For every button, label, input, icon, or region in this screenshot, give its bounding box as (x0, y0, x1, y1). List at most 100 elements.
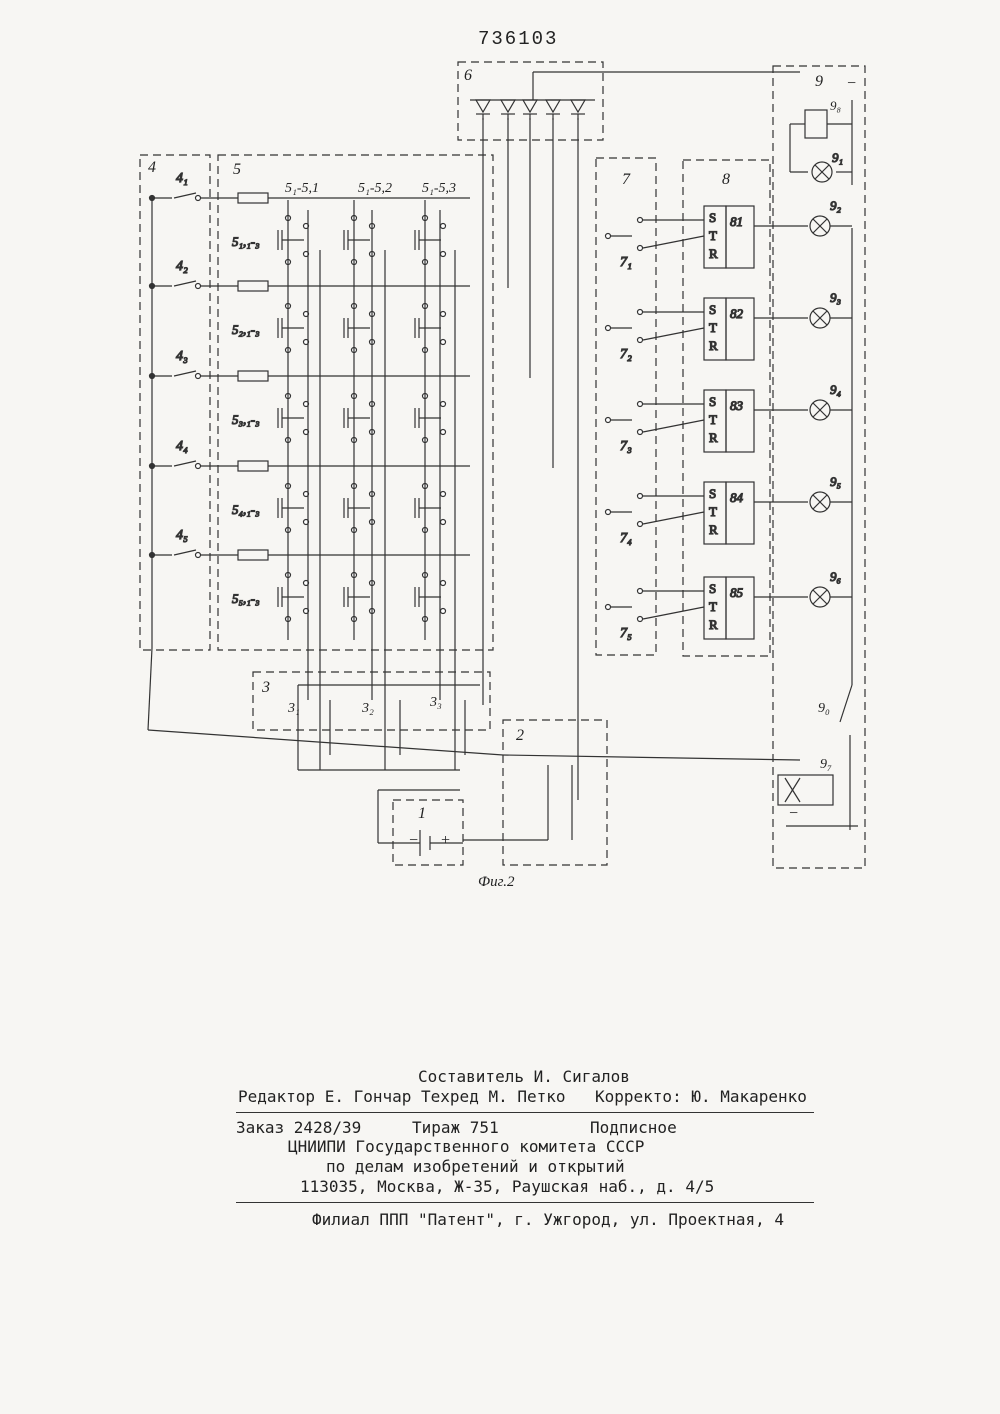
switch-7-2: 7₂ (606, 310, 705, 363)
trigger-3: STR 83 (704, 390, 808, 452)
trigger-label: 83 (730, 398, 744, 413)
pin-s: S (709, 581, 716, 596)
rule-1 (236, 1112, 814, 1113)
address: 113035, Москва, Ж-35, Раушская наб., д. … (300, 1177, 714, 1196)
relay-8-label: 9₈ (830, 98, 842, 113)
key-2-3 (415, 304, 446, 353)
col-label-1: 5₁-5,1 (285, 181, 319, 196)
switch-7-3: 7₃ (606, 402, 705, 455)
diode-2 (501, 100, 515, 120)
key-row-3: 5₃,₁-₃ (232, 371, 470, 443)
row-key-label: 5₂,₁-₃ (232, 322, 260, 337)
pin-r: R (709, 338, 718, 353)
pin-t: T (709, 599, 717, 614)
key-3-2 (344, 394, 375, 443)
lamp-label: 9₅ (830, 474, 841, 489)
switch-4-label: 4₃ (176, 349, 188, 364)
lamp-5: 9₅ (810, 474, 852, 512)
switch-4-label: 4₄ (176, 439, 188, 454)
pin-t: T (709, 320, 717, 335)
key-5-3 (415, 573, 446, 622)
switch-4-5: 4₅ (150, 528, 239, 558)
key-1-1 (278, 216, 309, 265)
key-2-2 (344, 304, 375, 353)
switch-7-label: 7₁ (620, 255, 632, 270)
relay-minus: − (788, 805, 799, 822)
switch-4-4: 4₄ (150, 439, 239, 469)
lamp-label: 9₃ (830, 290, 841, 305)
branch: Филиал ППП "Патент", г. Ужгород, ул. Про… (312, 1210, 784, 1229)
trigger-label: 81 (730, 214, 743, 229)
block-2-label: 2 (516, 727, 524, 744)
key-1-2 (344, 216, 375, 265)
diode-1 (476, 100, 490, 120)
pin-r: R (709, 430, 718, 445)
rule-2 (236, 1202, 814, 1203)
lamp-label: 9₂ (830, 198, 842, 213)
block-9-label: 9 (815, 73, 823, 90)
block-1-label: 1 (418, 805, 426, 822)
trigger-label: 85 (730, 585, 744, 600)
key-4-2 (344, 484, 375, 533)
pin-s: S (709, 302, 716, 317)
switch-4-label: 4₁ (176, 171, 188, 186)
contact-0-label: 9₀ (818, 701, 830, 716)
switch-4-1: 4₁ (150, 171, 239, 201)
pin-r: R (709, 617, 718, 632)
switch-7-label: 7₅ (620, 626, 632, 641)
switch-group-7: 7₁ 7₂ 7₃ 7₄ 7₅ (606, 218, 705, 642)
lamp-group-9: 9₂9₃9₄9₅9₆9₁ (810, 150, 852, 607)
trigger-label: 82 (730, 306, 744, 321)
compiler: Составитель И. Сигалов (418, 1067, 630, 1086)
trigger-2: STR 82 (704, 298, 808, 360)
pin-t: T (709, 504, 717, 519)
pin-r: R (709, 522, 718, 537)
relay-7-label: 9₇ (820, 757, 832, 772)
switch-4-3: 4₃ (150, 349, 239, 379)
switch-4-2: 4₂ (150, 259, 239, 289)
key-row-5: 5₅,₁-₃ (232, 550, 470, 622)
key-matrix: 5₁,₁-₃5₂,₁-₃5₃,₁-₃5₄,₁-₃5₅,₁-₃ (232, 193, 470, 622)
pin-t: T (709, 412, 717, 427)
trigger-label: 84 (730, 490, 744, 505)
key-3-3 (415, 394, 446, 443)
editor-line: Редактор Е. Гончар Техред М. Петко (238, 1087, 566, 1106)
switch-group-4: 4₁ 4₂ 4₃ 4₄ 4₅ (150, 171, 239, 558)
key-5-1 (278, 573, 309, 622)
circuit-schematic: 4₁4₂4₃4₄4₅ 5₁,₁-₃5₂,₁-₃5₃,₁-₃5₄,₁-₃5₅,₁-… (0, 0, 1000, 900)
key-2-1 (278, 304, 309, 353)
corrector: Корректо: Ю. Макаренко (595, 1087, 807, 1106)
trigger-1: STR81 (704, 206, 808, 268)
block-4-label: 4 (148, 159, 156, 176)
switch-7-5: 7₅ (606, 589, 705, 642)
trigger-5: STR 85 (704, 577, 808, 639)
pin-t: T (709, 228, 717, 243)
lamp-3: 9₃ (810, 290, 852, 328)
lamp-4: 9₄ (810, 382, 852, 420)
pin-s: S (709, 210, 716, 225)
battery-minus: − (408, 832, 419, 849)
lamp-1-label: 9₁ (832, 150, 843, 165)
row-key-label: 5₃,₁-₃ (232, 412, 260, 427)
pin-s: S (709, 486, 716, 501)
row-key-label: 5₁,₁-₃ (232, 234, 260, 249)
key-5-2 (344, 573, 375, 622)
block-7-label: 7 (622, 171, 631, 188)
block-5-label: 5 (233, 161, 241, 178)
key-row-1: 5₁,₁-₃ (232, 193, 470, 265)
diode-3 (523, 100, 537, 120)
battery-plus: + (440, 832, 451, 849)
org-line-2: по делам изобретений и открытий (326, 1157, 625, 1176)
switch-7-4: 7₄ (606, 494, 705, 547)
block-9-minus: − (846, 75, 857, 92)
switch-7-label: 7₄ (620, 531, 632, 546)
col-label-2: 5₁-5,2 (358, 181, 392, 196)
switch-3-3-label: 3₃ (429, 695, 442, 710)
pin-s: S (709, 394, 716, 409)
row-key-label: 5₅,₁-₃ (232, 591, 260, 606)
key-4-1 (278, 484, 309, 533)
order: Заказ 2428/39 (236, 1118, 361, 1137)
block-8-label: 8 (722, 171, 730, 188)
key-4-3 (415, 484, 446, 533)
circulation: Тираж 751 (412, 1118, 499, 1137)
